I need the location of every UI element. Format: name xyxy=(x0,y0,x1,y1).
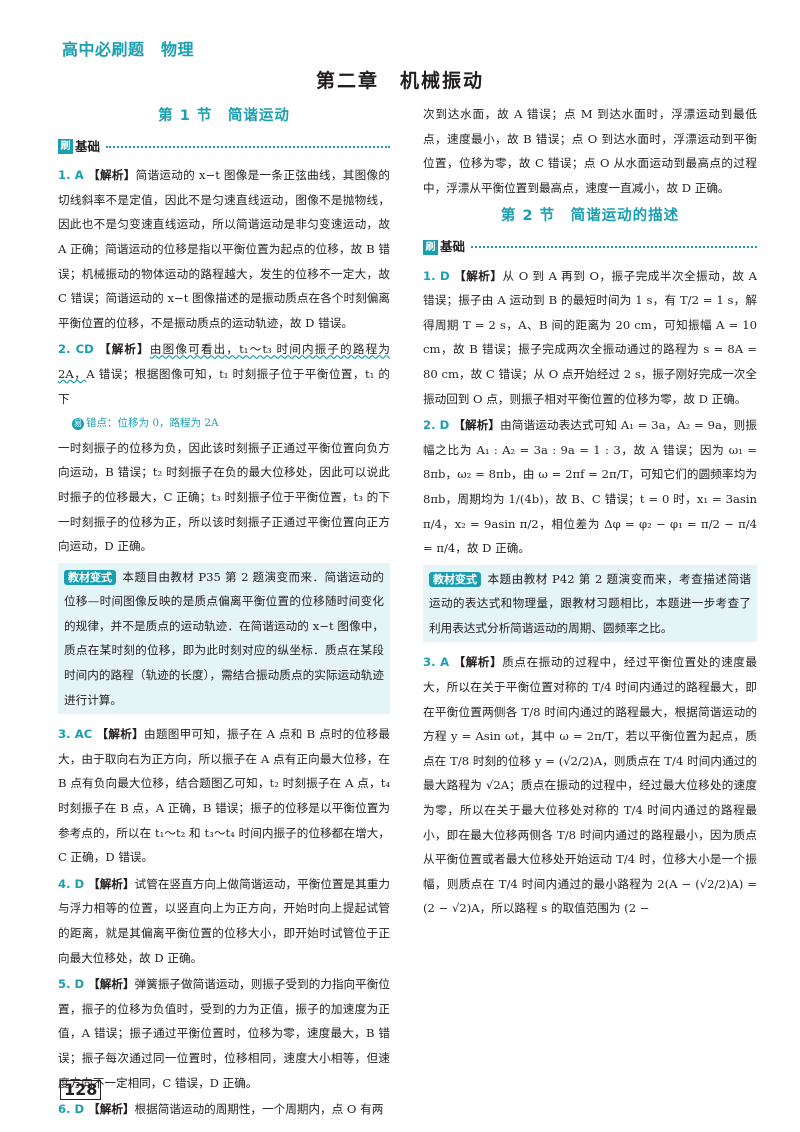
textbook-variant-box: 教材变式本题目由教材 P35 第 2 题演变而来．简谐运动的位移—时间图像反映的… xyxy=(58,562,390,715)
base-label: 基础 xyxy=(440,238,466,254)
answer-2-1: 1. D【解析】从 O 到 A 再到 O，振子完成半次全振动，故 A 错误；振子… xyxy=(423,264,757,412)
answer-5: 5. D【解析】弹簧振子做简谐运动，则振子受到的力指向平衡位置，振子的位移为负值… xyxy=(58,972,390,1095)
base-heading-right: 刷 基础 xyxy=(423,235,757,260)
answer-3: 3. AC【解析】由题图甲可知，振子在 A 点和 B 点时的位移最大，由于取向右… xyxy=(58,722,390,870)
left-column: 第 1 节 简谐运动 刷 基础 1. A【解析】简谐运动的 x−t 图像是一条正… xyxy=(58,100,390,1124)
answer-text: 试管在竖直方向上做简谐运动，平衡位置是其重力与浮力相等的位置，以竖直向上为正方向… xyxy=(58,876,390,965)
answer-number: 4. D xyxy=(58,876,85,891)
dotted-divider xyxy=(106,145,390,148)
answer-2-3: 3. A【解析】质点在振动的过程中，经过平衡位置处的速度最大，所以在关于平衡位置… xyxy=(423,650,757,921)
page-number: 128 xyxy=(60,1080,102,1100)
answer-number: 3. AC xyxy=(58,727,93,742)
section-title-1: 第 1 节 简谐运动 xyxy=(158,108,290,124)
analysis-tag: 【解析】 xyxy=(96,727,144,742)
answer-4: 4. D【解析】试管在竖直方向上做简谐运动，平衡位置是其重力与浮力相等的位置，以… xyxy=(58,872,390,970)
answer-number: 2. CD xyxy=(58,342,94,357)
brush-icon: 刷 xyxy=(58,139,73,155)
answer-2-2: 2. D【解析】由简谐运动表达式可知 A₁ = 3a，A₂ = 9a，则振幅之比… xyxy=(423,413,757,561)
answer-text-cont: 一时刻振子的位移为负，因此该时刻振子正通过平衡位置向负方向运动，B 错误；t₂ … xyxy=(58,440,390,554)
answer-text: 由简谐运动表达式可知 A₁ = 3a，A₂ = 9a，则振幅之比为 A₁ : A… xyxy=(423,418,757,556)
answer-text-underlined: 由图像可看出，t₁～t₃ 时间内振子的路程为 2A， xyxy=(58,342,390,381)
analysis-tag: 【解析】 xyxy=(453,418,501,433)
answer-text: A 错误；根据图像可知，t₁ 时刻振子位于平衡位置，t₁ 的下 xyxy=(58,366,390,406)
answer-number: 3. A xyxy=(423,655,450,670)
answer-2: 2. CD【解析】由图像可看出，t₁～t₃ 时间内振子的路程为 2A，A 错误；… xyxy=(58,337,390,558)
analysis-tag: 【解析】 xyxy=(87,168,136,183)
answer-number: 5. D xyxy=(58,977,85,992)
textbook-variant-text: 本题由教材 P42 第 2 题演变而来，考查描述简谐运动的表达式和物理量，跟教材… xyxy=(429,571,751,635)
base-heading-left: 刷 基础 xyxy=(58,135,390,160)
textbook-variant-tag: 教材变式 xyxy=(429,571,481,587)
answer-text: 弹簧振子做简谐运动，则振子受到的力指向平衡位置，振子的位移为负值时，受到的力为正… xyxy=(58,977,390,1090)
chapter-title: 第二章 机械振动 xyxy=(315,70,484,92)
answer-number: 6. D xyxy=(58,1102,85,1117)
right-column: 次到达水面，故 A 错误；点 M 到达水面时，浮漂运动到最低点，速度最小，故 B… xyxy=(423,102,757,923)
analysis-tag: 【解析】 xyxy=(88,1102,135,1117)
error-icon: 易 xyxy=(72,418,84,431)
textbook-variant-tag: 教材变式 xyxy=(64,569,116,585)
answer-text: 由题图甲可知，振子在 A 点和 B 点时的位移最大，由于取向右为正方向，所以振子… xyxy=(58,727,390,865)
answer-number: 1. D xyxy=(423,268,450,283)
answer-number: 1. A xyxy=(58,168,84,183)
answer-1: 1. A【解析】简谐运动的 x−t 图像是一条正弦曲线，其图像的切线斜率不是定值… xyxy=(58,163,390,335)
answer-6: 6. D【解析】根据简谐运动的周期性，一个周期内，点 O 有两 xyxy=(58,1097,390,1122)
section-title-2: 第 2 节 简谐运动的描述 xyxy=(500,208,680,225)
answer-text: 质点在振动的过程中，经过平衡位置处的速度最大，所以在关于平衡位置对称的 T/4 … xyxy=(423,655,757,916)
error-note-text: 错点：位移为 0，路程为 2A xyxy=(86,417,219,430)
answer-text: 从 O 到 A 再到 O，振子完成半次全振动，故 A 错误；振子由 A 运动到 … xyxy=(423,268,757,406)
answer-6-continued: 次到达水面，故 A 错误；点 M 到达水面时，浮漂运动到最低点，速度最小，故 B… xyxy=(423,107,757,195)
base-label: 基础 xyxy=(75,138,101,154)
book-title: 高中必刷题 物理 xyxy=(62,40,195,59)
error-note: 易错点：位移为 0，路程为 2A xyxy=(72,411,390,436)
textbook-variant-box-2: 教材变式本题由教材 P42 第 2 题演变而来，考查描述简谐运动的表达式和物理量… xyxy=(423,564,757,643)
analysis-tag: 【解析】 xyxy=(453,655,503,670)
textbook-variant-text: 本题目由教材 P35 第 2 题演变而来．简谐运动的位移—时间图像反映的是质点偏… xyxy=(64,569,384,707)
dotted-divider xyxy=(471,246,757,249)
answer-text: 简谐运动的 x−t 图像是一条正弦曲线，其图像的切线斜率不是定值，因此不是匀速直… xyxy=(58,168,390,330)
answer-text: 根据简谐运动的周期性，一个周期内，点 O 有两 xyxy=(134,1102,384,1117)
analysis-tag: 【解析】 xyxy=(88,977,135,992)
analysis-tag: 【解析】 xyxy=(88,876,135,891)
analysis-tag: 【解析】 xyxy=(97,342,150,357)
answer-number: 2. D xyxy=(423,418,450,433)
brush-icon: 刷 xyxy=(423,239,438,255)
analysis-tag: 【解析】 xyxy=(453,268,503,283)
